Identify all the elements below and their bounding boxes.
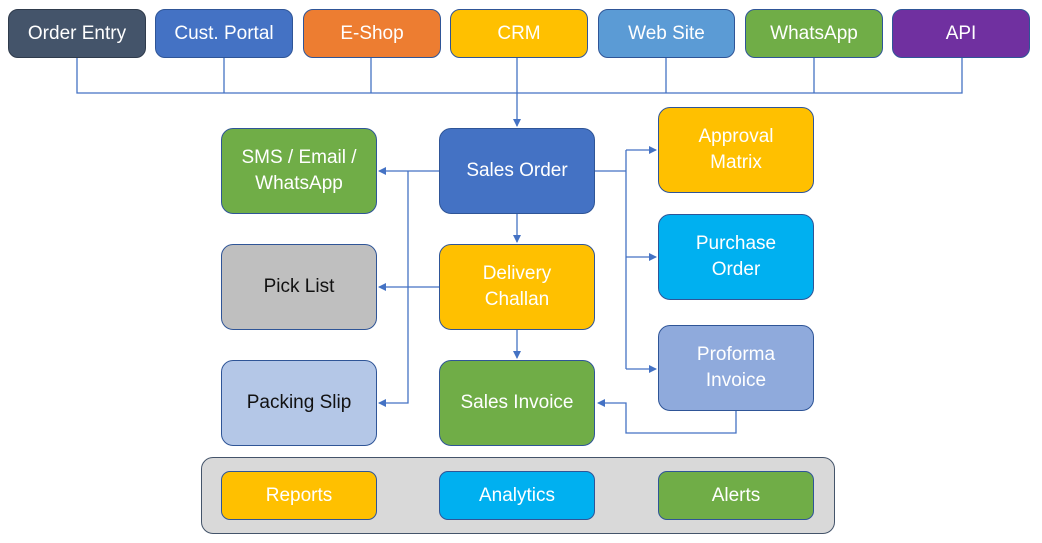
node-delivery-challan[interactable]: Delivery Challan [439, 244, 595, 330]
node-label: Sales Order [466, 160, 568, 181]
node-packing-slip[interactable]: Packing Slip [221, 360, 377, 446]
source-bus [76, 58, 963, 94]
node-label: Pick List [263, 276, 335, 297]
footer-alerts[interactable]: Alerts [658, 471, 814, 520]
node-proforma-invoice[interactable]: Proforma Invoice [658, 325, 814, 411]
node-pick-list[interactable]: Pick List [221, 244, 377, 330]
source-order-entry[interactable]: Order Entry [8, 9, 146, 58]
node-label: Sales Invoice [460, 392, 574, 413]
footer-label: Alerts [711, 484, 761, 506]
source-whatsapp[interactable]: WhatsApp [745, 9, 883, 58]
node-notifications[interactable]: SMS / Email / WhatsApp [221, 128, 377, 214]
footer-label: Reports [265, 484, 333, 506]
node-approval-matrix[interactable]: Approval Matrix [658, 107, 814, 193]
footer-analytics[interactable]: Analytics [439, 471, 595, 520]
source-label: API [945, 22, 977, 44]
source-label: Order Entry [27, 22, 127, 44]
source-crm[interactable]: CRM [450, 9, 588, 58]
node-purchase-order[interactable]: Purchase Order [658, 214, 814, 300]
source-label: E-Shop [340, 22, 404, 44]
footer-label: Analytics [478, 484, 556, 506]
source-label: Web Site [628, 22, 705, 44]
source-label: CRM [497, 22, 541, 44]
footer-reports[interactable]: Reports [221, 471, 377, 520]
node-label: SMS / Email / WhatsApp [241, 147, 357, 194]
node-label: Approval Matrix [698, 126, 774, 173]
node-sales-invoice[interactable]: Sales Invoice [439, 360, 595, 446]
node-label: Purchase Order [695, 233, 777, 280]
source-api[interactable]: API [892, 9, 1030, 58]
node-label: Delivery Challan [482, 263, 552, 310]
source-web-site[interactable]: Web Site [598, 9, 735, 58]
source-cust-portal[interactable]: Cust. Portal [155, 9, 293, 58]
source-label: WhatsApp [770, 22, 858, 44]
node-label: Packing Slip [246, 392, 352, 413]
node-label: Proforma Invoice [696, 344, 776, 391]
source-label: Cust. Portal [174, 22, 274, 44]
source-e-shop[interactable]: E-Shop [303, 9, 441, 58]
node-sales-order[interactable]: Sales Order [439, 128, 595, 214]
